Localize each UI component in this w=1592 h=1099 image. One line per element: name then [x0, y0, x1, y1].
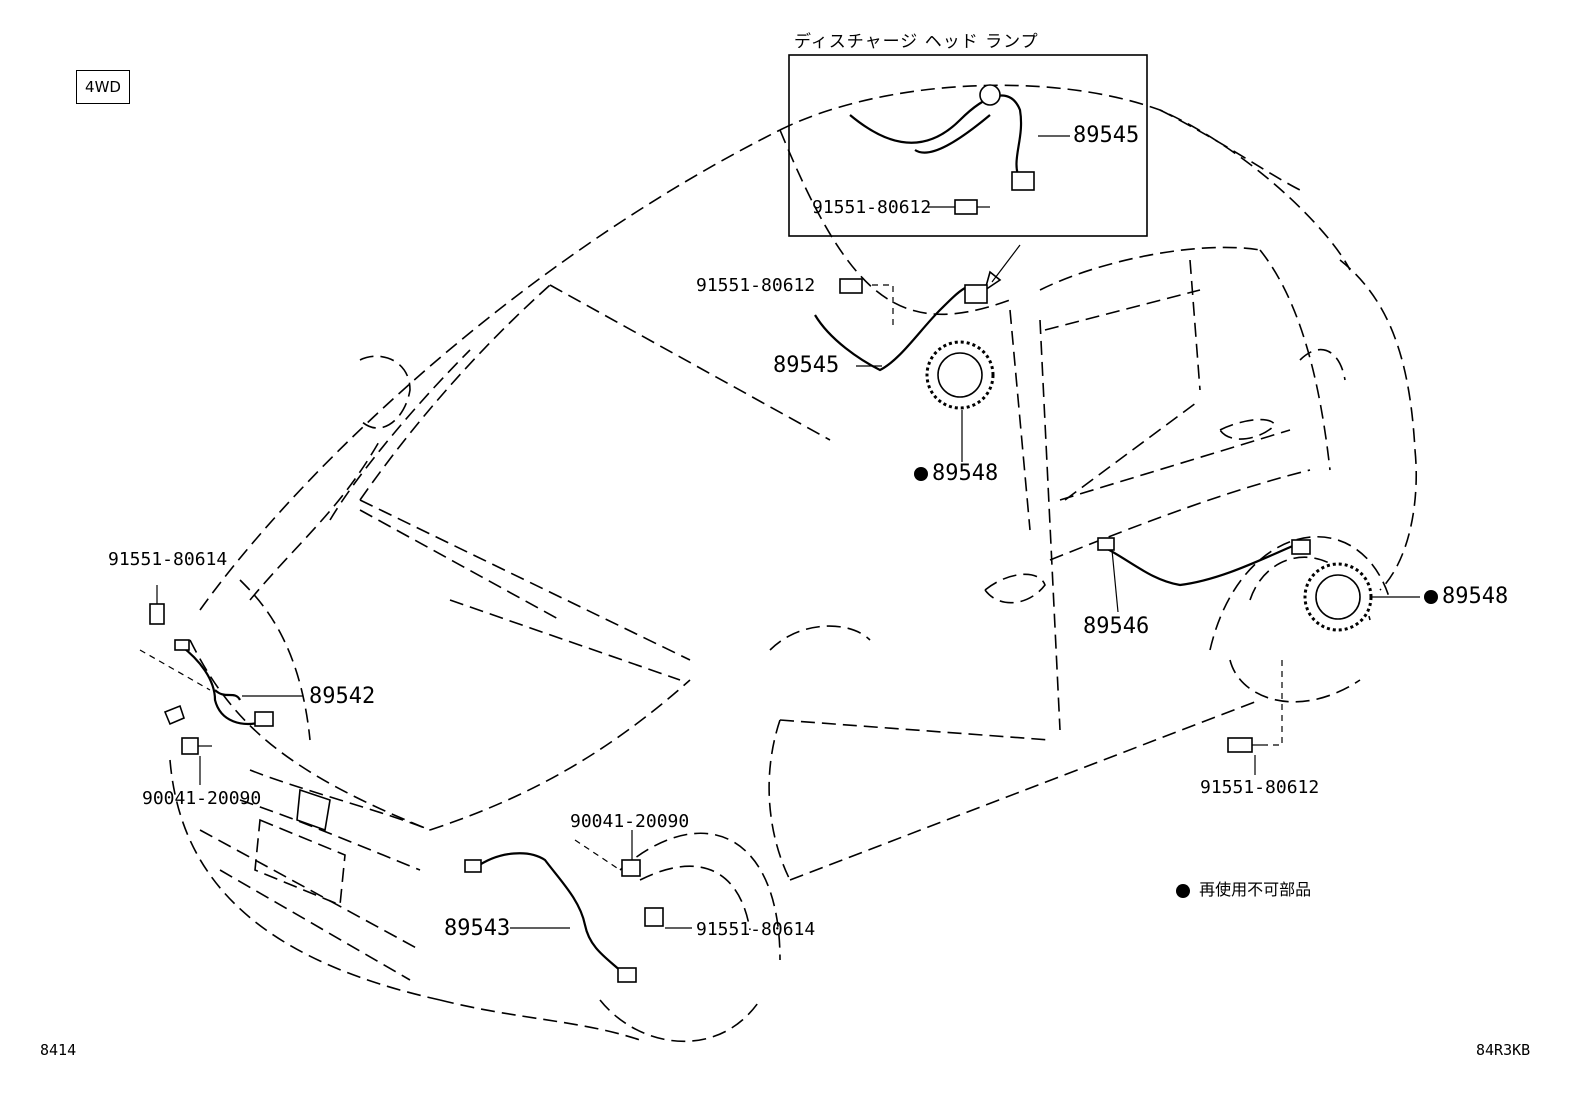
- footer-right: 84R3KB: [1476, 1041, 1531, 1059]
- legend-text: 再使用不可部品: [1199, 880, 1312, 899]
- inset-box: [788, 54, 1148, 237]
- label-bolt-upper: 91551-80612: [696, 275, 816, 296]
- label-bolt-front-left: 90041-20090: [142, 788, 262, 809]
- bolt-rear-right: [1227, 660, 1283, 775]
- label-sensor-front-right: 89543: [444, 916, 511, 941]
- car-outline: [169, 84, 1418, 1043]
- non-reusable-marker: [914, 467, 928, 481]
- sensor-89545-wire: [814, 278, 988, 372]
- label-bolt-rear-right: 91551-80612: [1200, 777, 1320, 798]
- label-rotor-upper: 89548: [914, 462, 998, 486]
- inset-sensor-wire: [849, 84, 1070, 215]
- label-sensor-rear-right: 89546: [1083, 614, 1150, 639]
- rotor-right: [1303, 562, 1420, 632]
- non-reusable-marker: [1424, 590, 1438, 604]
- sensor-89546-wire: [1097, 537, 1311, 613]
- label-sensor-front-left: 89542: [309, 684, 376, 709]
- rotor-upper-number: 89548: [932, 461, 999, 486]
- label-bolt-front-right: 90041-20090: [570, 811, 690, 832]
- footer-left: 8414: [40, 1041, 77, 1059]
- legend: 再使用不可部品: [1176, 876, 1311, 900]
- rotor-right-number: 89548: [1442, 584, 1509, 609]
- label-bolt-front-left-top: 91551-80614: [108, 549, 228, 570]
- label-sensor-rear-left: 89545: [773, 353, 840, 378]
- label-bolt-front-right-low: 91551-80614: [696, 919, 816, 940]
- label-inset-sensor: 89545: [1073, 123, 1140, 148]
- inset-arrow: [983, 244, 1021, 292]
- legend-dot: [1176, 883, 1190, 898]
- rotor-upper: [925, 340, 995, 462]
- label-rotor-right: 89548: [1424, 585, 1508, 609]
- front-emblem: [254, 788, 346, 907]
- label-inset-bolt: 91551-80612: [812, 197, 932, 218]
- sensor-89543-wire: [464, 830, 692, 983]
- sensor-89542-wire: [139, 585, 303, 785]
- drive-type-badge: 4WD: [76, 70, 130, 104]
- inset-title: ディスチャージ ヘッド ランプ: [794, 32, 1039, 52]
